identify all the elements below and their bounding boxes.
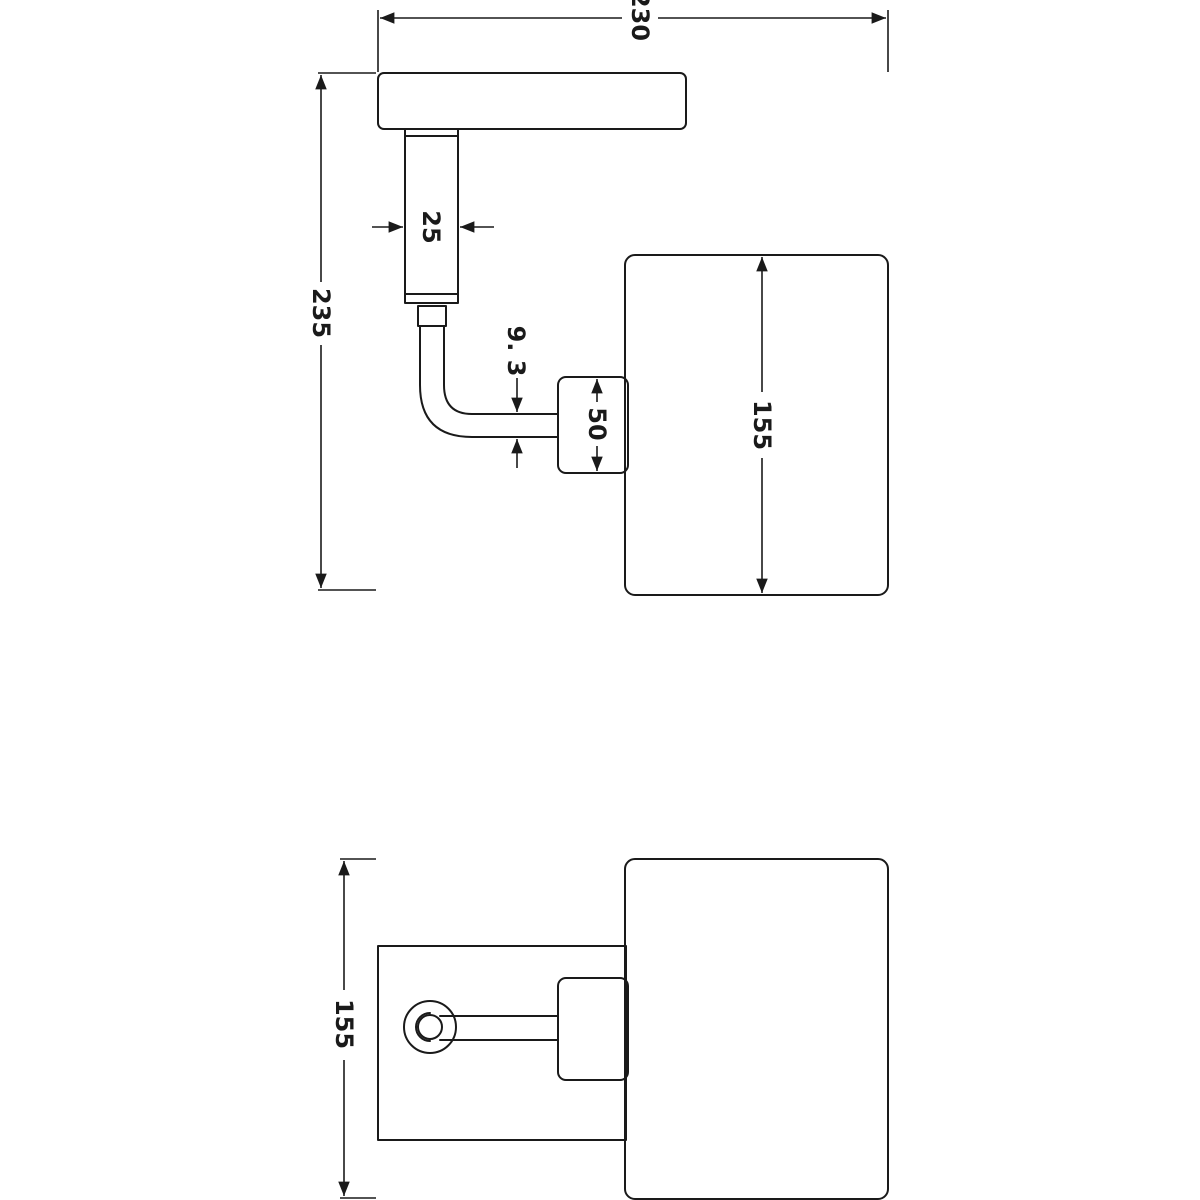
rosette-outer: [403, 1000, 457, 1054]
wall-plate: [377, 72, 687, 130]
post-collar: [417, 305, 447, 327]
mount-height-label: 50: [583, 407, 611, 440]
vertical-post: [404, 128, 459, 304]
base-height-label: 155: [330, 999, 358, 1049]
rosette-inner: [417, 1014, 443, 1040]
front-view: [377, 858, 889, 1200]
bent-arm: [419, 325, 559, 438]
arm-offset-label: 9. 3: [502, 326, 530, 377]
side-view: [377, 72, 889, 596]
backplate: [377, 945, 627, 1141]
bent-arm-inner: [443, 325, 559, 415]
rosette-ring: [415, 1012, 431, 1042]
post-diameter-label: 25: [417, 210, 445, 243]
height-label: 235: [307, 288, 335, 338]
mount-block: [557, 376, 629, 474]
cup-body: [624, 254, 889, 596]
side-view-dimensions: 230 235 25 9. 3 50 155: [307, 0, 889, 593]
front-mount-block: [557, 977, 629, 1081]
front-cup-body: [624, 858, 889, 1200]
width-label: 230: [626, 0, 654, 41]
front-view-dimensions: 155: [330, 858, 376, 1199]
cup-height-label: 155: [748, 400, 776, 450]
